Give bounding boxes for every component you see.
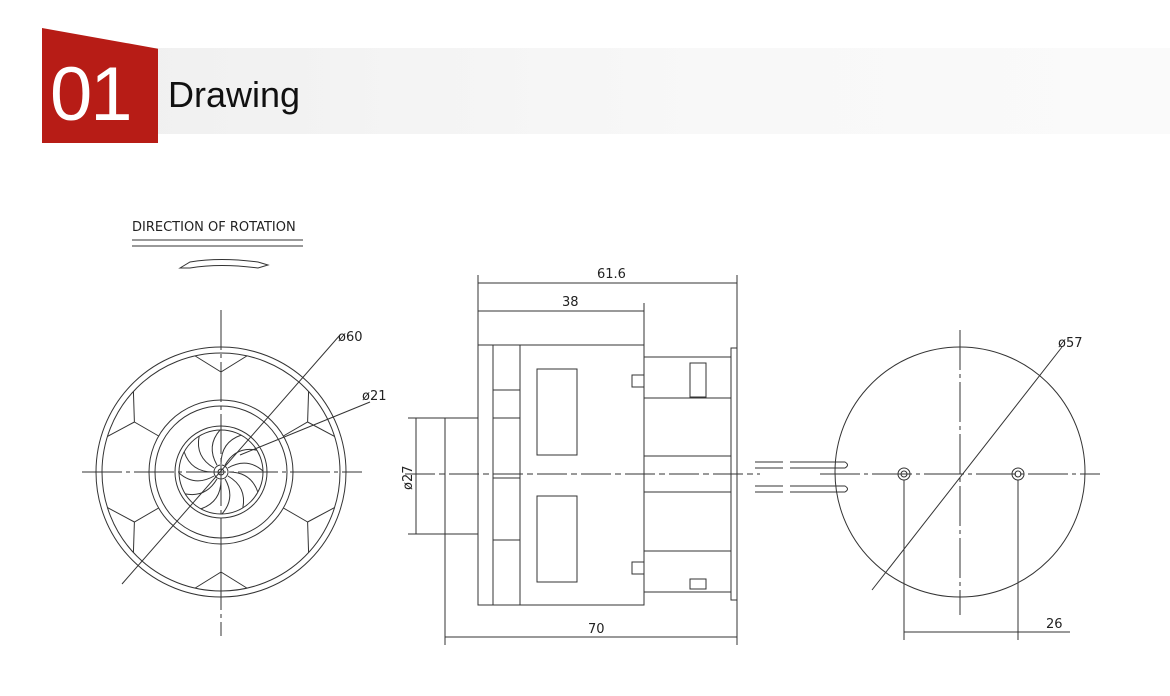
impeller-blade bbox=[228, 471, 259, 493]
section-title: Drawing bbox=[168, 74, 301, 115]
rear-view bbox=[820, 330, 1100, 640]
dim-d21: ø21 bbox=[362, 389, 387, 404]
impeller-blade bbox=[221, 478, 231, 515]
dim-70: 70 bbox=[588, 622, 605, 637]
section-badge bbox=[42, 28, 158, 143]
dim-d57: ø57 bbox=[1058, 336, 1083, 351]
rotation-arrow-icon bbox=[178, 259, 270, 269]
impeller-blade bbox=[197, 436, 215, 469]
impeller-blade bbox=[220, 434, 242, 465]
dim-38: 38 bbox=[562, 295, 579, 310]
impeller-blade bbox=[200, 479, 222, 510]
dim-26: 26 bbox=[1046, 617, 1063, 632]
impeller-blade bbox=[227, 475, 245, 508]
side-view bbox=[405, 275, 848, 645]
spoke bbox=[194, 544, 248, 589]
impeller-blade bbox=[224, 448, 257, 466]
section-number: 01 bbox=[50, 52, 133, 137]
spoke bbox=[283, 391, 335, 437]
spoke bbox=[283, 507, 335, 553]
impeller-blade bbox=[178, 472, 215, 482]
rotation-label: DIRECTION OF ROTATION bbox=[132, 220, 296, 235]
dim-d60: ø60 bbox=[338, 330, 363, 345]
spoke bbox=[194, 355, 248, 400]
impeller-blade bbox=[211, 429, 221, 466]
front-view bbox=[82, 310, 371, 636]
dim-d27: ø27 bbox=[401, 466, 416, 491]
impeller-blade bbox=[227, 462, 264, 472]
impeller-blade bbox=[183, 451, 214, 473]
impeller-blade bbox=[185, 478, 218, 496]
dim-61-6: 61.6 bbox=[597, 267, 626, 282]
header-band bbox=[42, 48, 1170, 134]
spoke bbox=[107, 507, 159, 553]
spoke bbox=[107, 391, 159, 437]
